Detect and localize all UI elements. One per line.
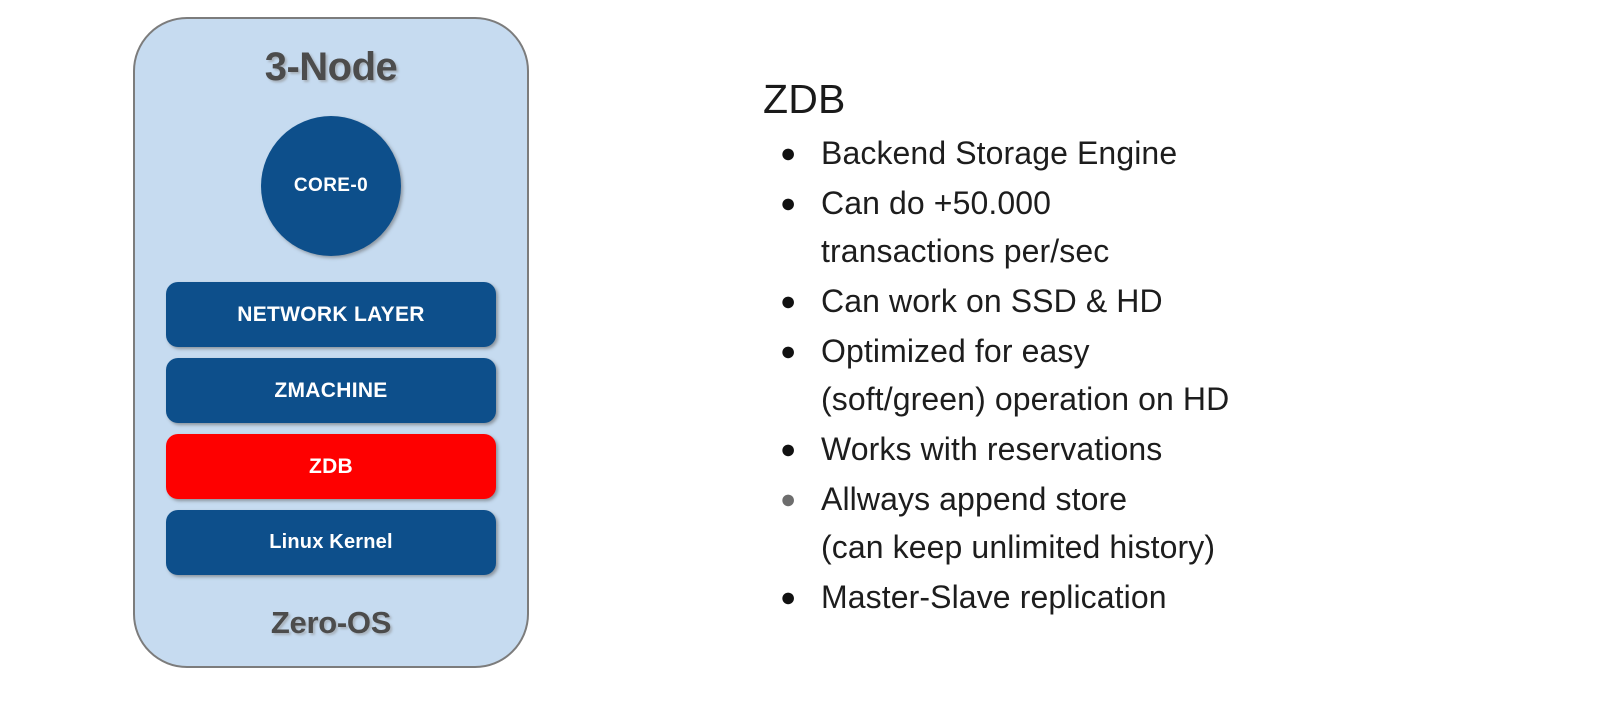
bullet-icon: ●	[780, 434, 797, 465]
layer-box-zdb: ZDB	[166, 434, 496, 499]
bullet-icon: ●	[780, 188, 797, 219]
list-item: ● Optimized for easy (soft/green) operat…	[763, 327, 1463, 423]
bullet-icon: ●	[780, 336, 797, 367]
list-item: ● Can do +50.000 transactions per/sec	[763, 179, 1463, 275]
bullet-icon: ●	[780, 138, 797, 169]
list-item-text: Backend Storage Engine	[821, 135, 1178, 172]
node-panel: 3-Node CORE-0 NETWORK LAYER ZMACHINE ZDB…	[133, 17, 529, 668]
list-item-text: Allways append store (can keep unlimited…	[821, 481, 1216, 566]
list-item-text: Optimized for easy (soft/green) operatio…	[821, 333, 1230, 418]
layer-label-zdb: ZDB	[308, 454, 354, 478]
list-item-text: Works with reservations	[821, 431, 1163, 468]
zdb-bullet-list: ● Backend Storage Engine ● Can do +50.00…	[763, 129, 1463, 621]
layer-label-linux-kernel: Linux Kernel	[269, 531, 393, 553]
zdb-heading: ZDB	[763, 76, 846, 122]
bullet-icon: ●	[780, 484, 797, 515]
core-label: CORE-0	[293, 175, 369, 196]
core-circle: CORE-0	[261, 116, 401, 256]
layer-label-network-layer: NETWORK LAYER	[237, 302, 425, 326]
zdb-content: ZDB ● Backend Storage Engine ● Can do +5…	[763, 76, 1463, 623]
list-item: ● Allways append store (can keep unlimit…	[763, 475, 1463, 571]
list-item: ● Master-Slave replication	[763, 573, 1463, 621]
list-item: ● Works with reservations	[763, 425, 1463, 473]
panel-title: 3-Node	[264, 45, 398, 89]
list-item-text: Can work on SSD & HD	[821, 283, 1163, 320]
bullet-icon: ●	[780, 286, 797, 317]
panel-footer-label: Zero-OS	[270, 605, 392, 640]
layer-stack: NETWORK LAYER ZMACHINE ZDB Linux Kernel	[166, 282, 496, 575]
list-item-text: Master-Slave replication	[821, 579, 1167, 616]
bullet-icon: ●	[780, 582, 797, 613]
layer-box-linux-kernel: Linux Kernel	[166, 510, 496, 575]
layer-box-zmachine: ZMACHINE	[166, 358, 496, 423]
layer-box-network-layer: NETWORK LAYER	[166, 282, 496, 347]
list-item: ● Backend Storage Engine	[763, 129, 1463, 177]
list-item-text: Can do +50.000 transactions per/sec	[821, 185, 1110, 270]
layer-label-zmachine: ZMACHINE	[274, 378, 388, 402]
list-item: ● Can work on SSD & HD	[763, 277, 1463, 325]
